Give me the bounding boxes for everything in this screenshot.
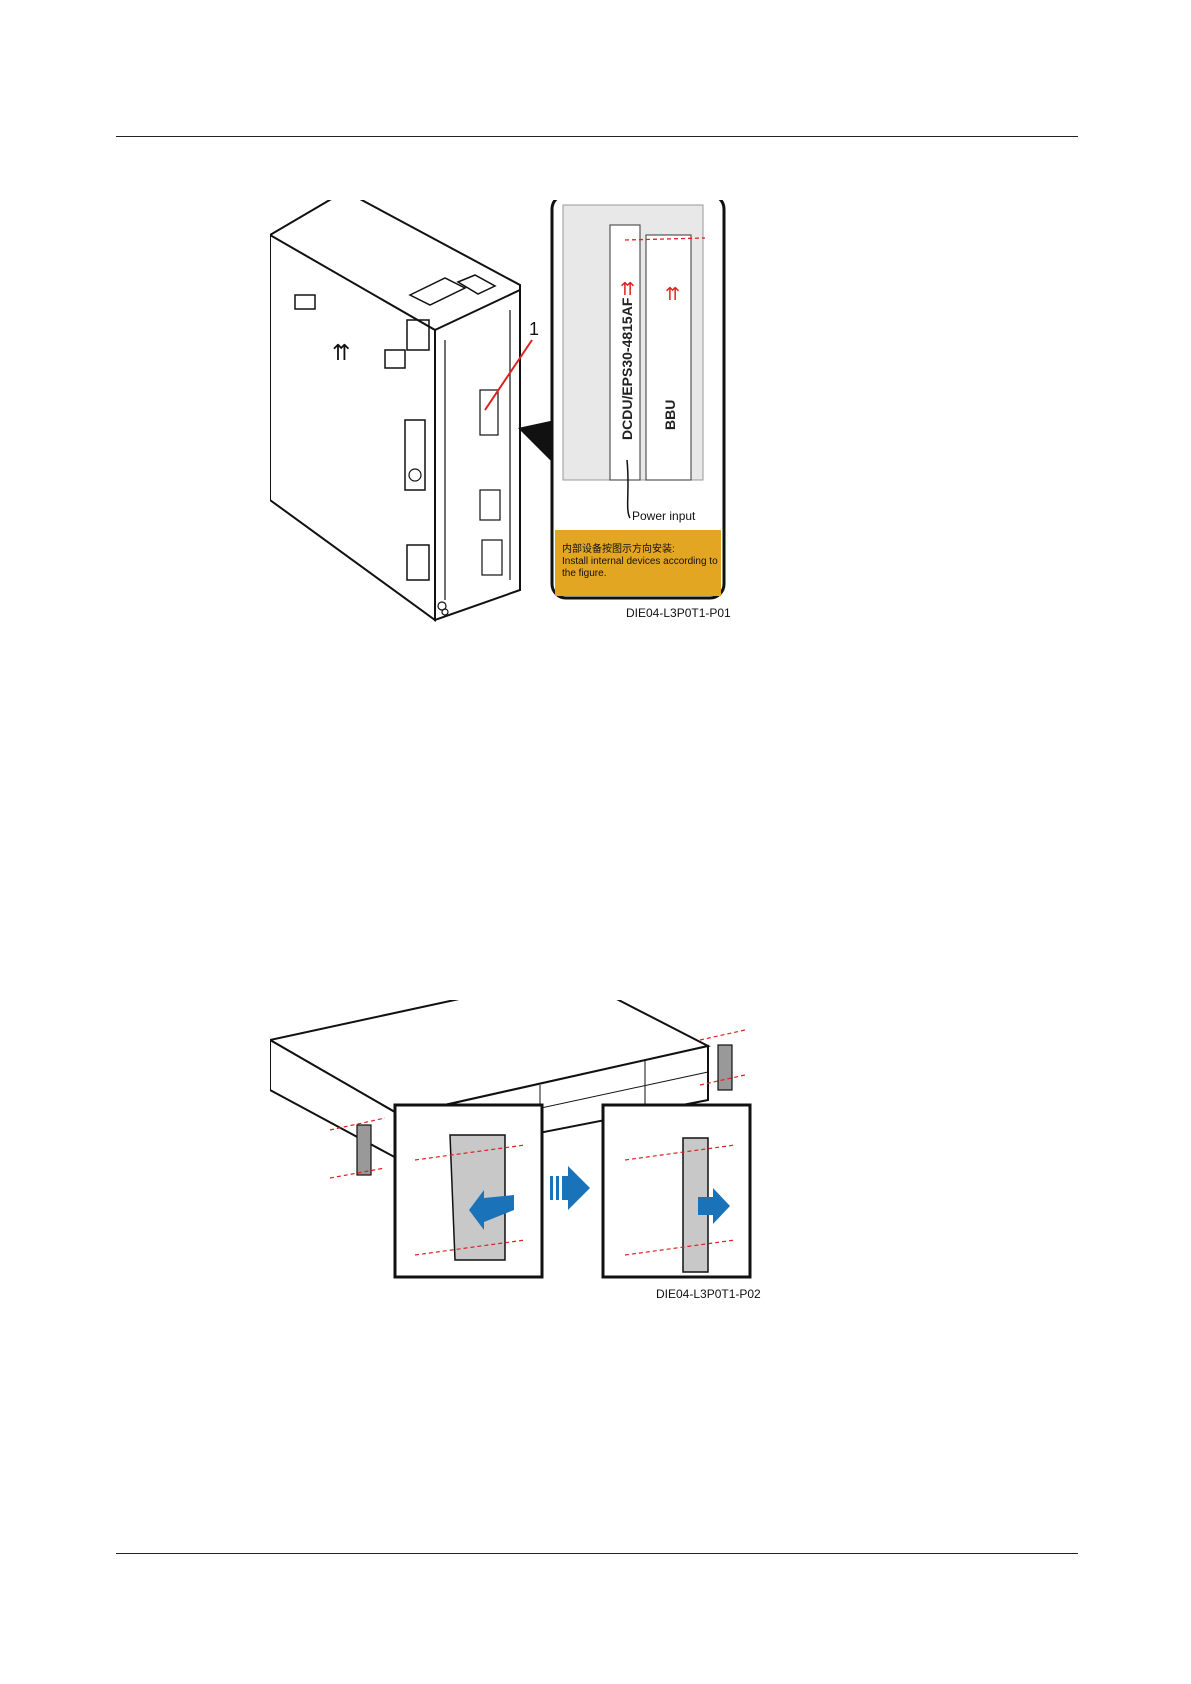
mounting-ear-installation-figure: DIE04-L3P0T1-P02 — [270, 1000, 830, 1420]
dcdu-label: DCDU/EPS30-4815AF — [619, 297, 635, 440]
note-line-chinese: 内部设备按图示方向安装: — [562, 542, 675, 555]
footer-rule — [116, 1553, 1078, 1554]
up-arrow-icon: ⇈ — [620, 279, 635, 299]
note-line-english-1: Install internal devices according to — [562, 556, 718, 567]
transition-arrow-icon — [550, 1166, 590, 1210]
bbu-module — [646, 235, 691, 480]
up-arrow-icon: ⇈ — [665, 284, 680, 304]
cabinet-drawing: ⇈ — [270, 200, 520, 620]
detail-panel: ⇈ ⇈ DCDU/EPS30-4815AF BBU Power input 内部… — [552, 200, 724, 598]
svg-text:⇈: ⇈ — [332, 340, 350, 365]
power-input-label: Power input — [632, 509, 696, 523]
callout-number: 1 — [529, 319, 539, 339]
figure-caption: DIE04-L3P0T1-P01 — [626, 606, 731, 620]
detail-inset-before — [395, 1105, 542, 1277]
note-line-english-2: the figure. — [562, 568, 606, 579]
bbu-label: BBU — [662, 400, 678, 430]
detail-inset-after — [603, 1105, 750, 1277]
header-rule — [116, 136, 1078, 137]
figure-caption: DIE04-L3P0T1-P02 — [656, 1287, 761, 1301]
cabinet-installation-figure: ⇈ 1 ⇈ ⇈ D — [270, 200, 810, 680]
detail-pointer — [518, 420, 555, 465]
